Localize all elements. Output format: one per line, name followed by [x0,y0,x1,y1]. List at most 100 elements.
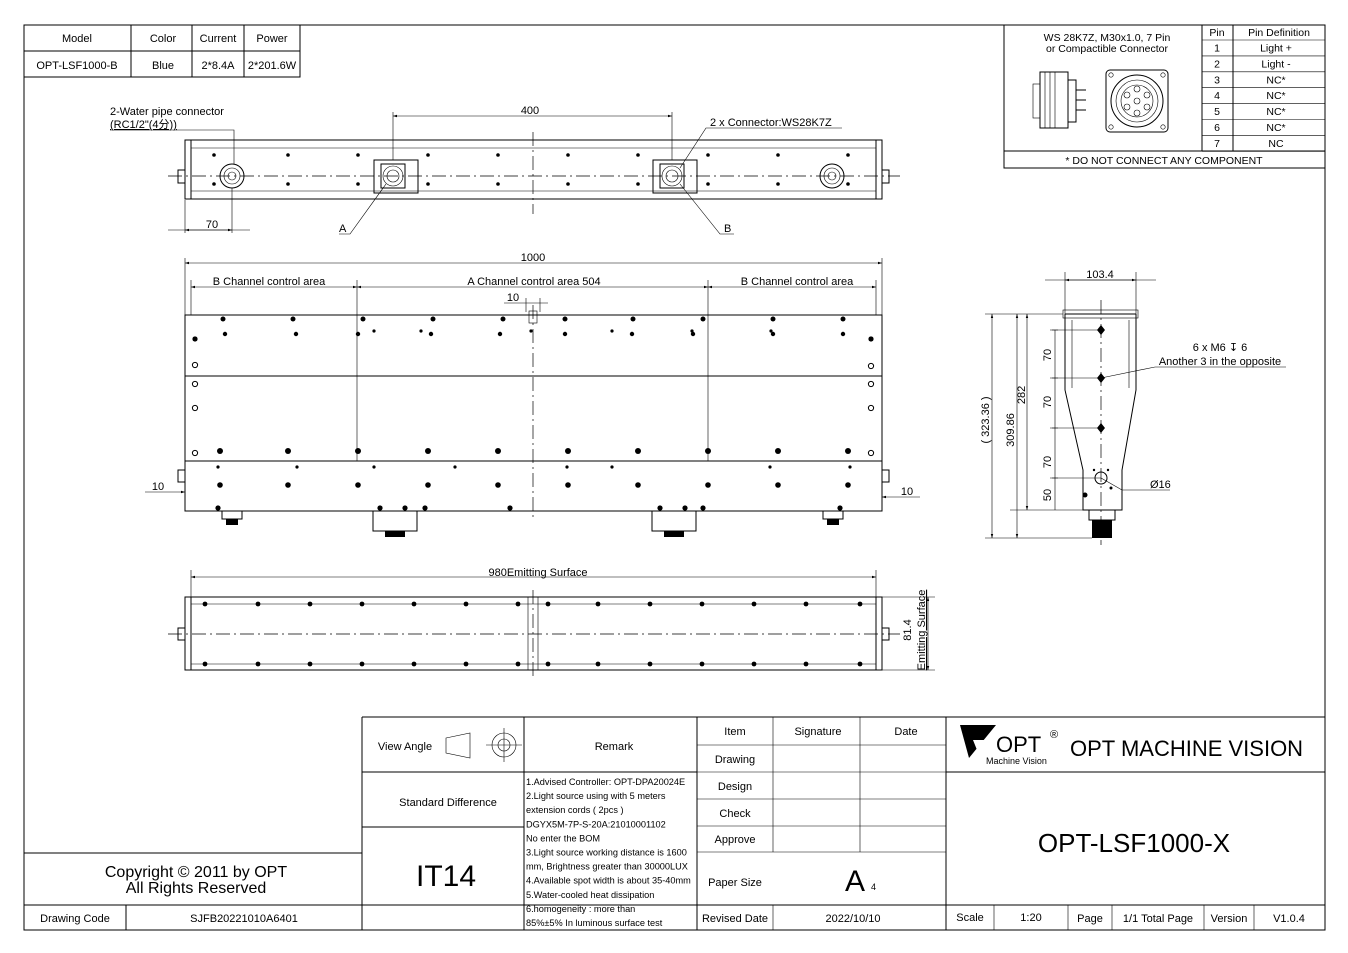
remark-line: 1.Advised Controller: OPT-DPA20024E [526,777,685,787]
company-name: OPT MACHINE VISION [1070,736,1303,761]
mounting-hole [285,482,291,488]
pipe-thread-label: (RC1/2"(4分)) [110,118,177,131]
pin-number: 6 [1214,122,1220,134]
mounting-hole [565,482,571,488]
item-header: Item [724,726,745,738]
mounting-hole [212,153,216,157]
mounting-hole [699,601,705,607]
remark-line: No enter the BOM [526,833,600,843]
mounting-hole [285,448,291,454]
mounting-hole [495,482,501,488]
mounting-hole [426,153,430,157]
bottom-view: 980Emitting Surface 81.4 Emitting Surfac… [168,567,935,678]
mounting-hole [515,601,521,607]
mounting-hole [286,182,290,186]
pipe-label: 2-Water pipe connector [110,106,224,118]
mounting-hole [682,505,688,511]
mounting-hole [529,329,533,333]
label-a: A [339,223,347,235]
mounting-hole [635,448,641,454]
hole-spec-note: 6 x M6 ↧ 6 [1193,342,1247,354]
spec-power-value: 2*201.6W [248,60,297,72]
mounting-hole [425,448,431,454]
revised-date-label: Revised Date [702,913,768,925]
dim-10-right: 10 [901,486,913,498]
screw-hole [191,404,199,412]
pin-definition-header: Pin Definition [1248,27,1310,39]
sheet-border [23,24,1326,931]
mounting-hole [212,182,216,186]
pin-header: Pin [1209,27,1224,39]
mounting-hole [217,482,223,488]
mounting-hole [515,661,521,667]
remark-line: 5.Water-cooled heat dissipation [526,890,654,900]
mounting-hole [500,316,506,322]
connector-front-icon [1105,69,1169,133]
mounting-hole [463,601,469,607]
copyright-block: Copyright © 2011 by OPT All Rights Reser… [24,852,1325,930]
spec-header-model: Model [62,33,92,45]
remark-line: 2.Light source using with 5 meters [526,791,666,801]
mounting-hole [630,316,636,322]
revised-date-value: 2022/10/10 [825,913,880,925]
mounting-hole [705,448,711,454]
connector-a-icon [373,159,419,194]
pin-definition: Light - [1261,58,1291,70]
pin-definition: Light + [1260,43,1292,55]
pin-number: 5 [1214,106,1220,118]
date-header: Date [894,726,917,738]
mounting-hole [402,505,408,511]
mounting-hole [430,316,436,322]
mounting-hole [428,331,434,337]
mounting-hole [356,153,360,157]
mounting-hole [868,336,874,342]
remark-line: 3.Light source working distance is 1600 [526,848,687,858]
dim-10-top: 10 [507,292,519,304]
spec-color-value: Blue [152,60,174,72]
mounting-hole [647,661,653,667]
mounting-hole [775,482,781,488]
mounting-hole [840,331,846,337]
remark-line: 85%±5% In luminous surface test [526,918,663,928]
mounting-hole [496,182,500,186]
mounting-hole [255,601,261,607]
mounting-hole [857,601,863,607]
mounting-hole [566,182,570,186]
connector-subtitle: or Compactible Connector [1046,43,1168,55]
version-label: Version [1211,913,1248,925]
pin-definition: NC* [1266,106,1285,118]
water-pipe-right-icon [819,163,845,189]
mounting-hole [635,482,641,488]
dim-70: 70 [206,219,218,231]
mounting-hole [700,316,706,322]
side-view: 103.4 ( 323.36 ) 309.86 282 70 70 70 50 … [980,269,1286,545]
mounting-hole [610,465,614,469]
pin-definition: NC* [1266,122,1285,134]
drawing-code-value: SJFB20221010A6401 [190,913,298,925]
rights-line: All Rights Reserved [126,880,267,897]
mounting-hole [290,316,296,322]
dim-980: 980Emitting Surface [488,567,587,579]
mounting-hole [372,465,376,469]
remark-line: 6.homogeneity : more than [526,904,635,914]
screw-hole [867,404,875,412]
connector-note: * DO NOT CONNECT ANY COMPONENT [1065,155,1263,167]
dim-81-4: 81.4 [902,619,914,640]
pin-definition: NC* [1266,90,1285,102]
dim-282: 282 [1016,386,1028,404]
scale-label: Scale [956,912,984,924]
mounting-hole [657,505,663,511]
spec-header-current: Current [200,33,237,45]
mounting-hole [355,448,361,454]
dim-70-b: 70 [1042,396,1054,408]
mounting-hole [356,182,360,186]
connector-callout: 2 x Connector:WS28K7Z [710,117,832,129]
mounting-hole [202,601,208,607]
connector-side-icon [1032,71,1086,129]
mounting-hole [562,316,568,322]
a-channel-label: A Channel control area 504 [467,276,600,288]
front-view: 1000 B Channel control area A Channel co… [145,252,920,537]
connector-b-icon [652,159,698,194]
mounting-hole [545,601,551,607]
